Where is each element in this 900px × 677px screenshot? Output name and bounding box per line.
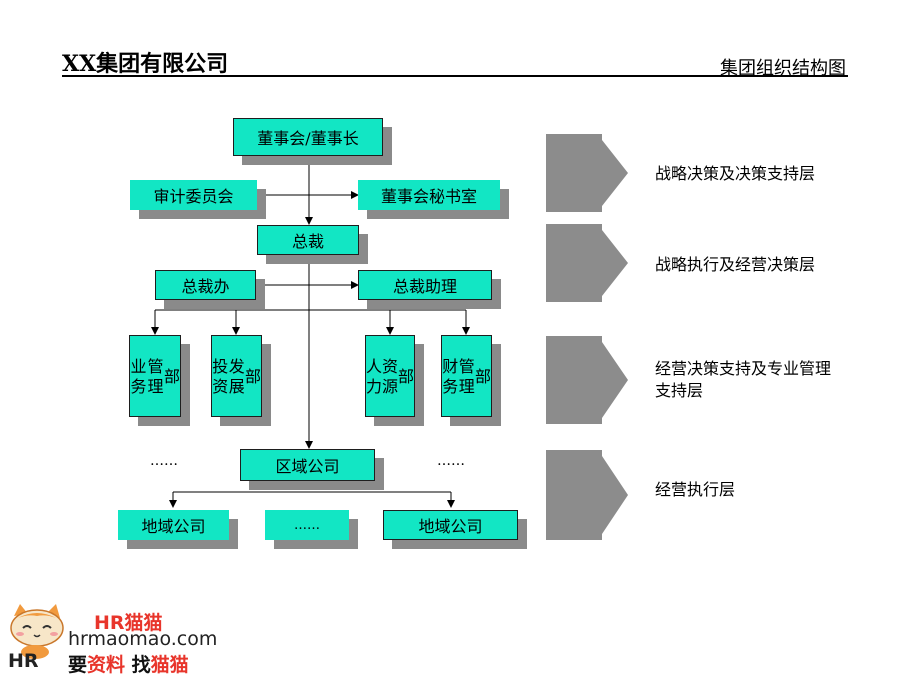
hrmaomao-logo: HR HR猫猫 hrmaomao.com 要资料 找猫猫 [6,604,218,677]
hr-dept-node: 人力 资源 部 [365,335,415,417]
layer-label-strategy: 战略决策及决策支持层 [655,164,816,183]
layer-arrow-2 [546,224,628,302]
cat-mascot-icon [10,604,64,659]
logo-url: hrmaomao.com [68,628,218,650]
ellipsis-left: …… [150,453,178,469]
logo-brand: HR猫猫 [94,608,163,635]
logo-brand-prefix: HR [94,612,125,634]
president-assistant-node: 总裁助理 [358,270,492,300]
finance-dept-node: 财务 管理 部 [441,335,492,417]
layer-label-operation: 经营执行层 [655,480,736,499]
layer-arrow-3 [546,336,628,424]
finance-dept-line-2: 管理 [458,357,475,396]
business-dept-line-3: 部 [163,367,180,386]
layer-label-support: 经营决策支持及专业管理支持层 [655,359,832,400]
business-dept-node: 业务 管理 部 [129,335,181,417]
regional-company-node: 区域公司 [240,449,375,481]
invest-dept-line-2: 发展 [228,357,245,396]
logo-brand-suffix: 猫猫 [124,612,163,634]
document-title: 集团组织结构图 [720,58,846,79]
header-rule [62,75,848,77]
slogan-part-3: 找 [131,654,151,676]
finance-dept-line-1: 财务 [442,357,459,396]
local-company-more-node: …… [265,510,349,540]
company-name: XX集团有限公司 [62,51,229,77]
logo-slogan: 要资料 找猫猫 [68,650,189,677]
hr-dept-line-1: 人力 [365,357,382,396]
invest-dept-line-1: 投资 [212,357,229,396]
layer-arrow-4 [546,450,628,540]
ellipsis-right: …… [437,453,465,469]
local-company-left-node: 地域公司 [118,510,229,540]
slogan-part-1: 要 [68,654,88,676]
layer-label-execution: 战略执行及经营决策层 [655,255,816,274]
president-office-node: 总裁办 [155,270,256,300]
local-company-right-node: 地域公司 [383,510,518,540]
board-secretary-node: 董事会秘书室 [358,180,500,210]
president-node: 总裁 [257,225,359,255]
hr-dept-line-2: 资源 [382,357,399,396]
invest-dept-node: 投资 发展 部 [211,335,262,417]
slogan-part-2: 资料 [87,654,126,676]
invest-dept-line-3: 部 [244,367,261,386]
business-dept-line-1: 业务 [130,357,147,396]
finance-dept-line-3: 部 [474,367,491,386]
board-node: 董事会/董事长 [233,118,383,156]
hr-mark: HR [8,650,39,672]
layer-arrow-1 [546,134,628,212]
business-dept-line-2: 管理 [147,357,164,396]
hr-dept-line-3: 部 [398,367,415,386]
slogan-part-4: 猫猫 [150,654,189,676]
audit-committee-node: 审计委员会 [130,180,257,210]
